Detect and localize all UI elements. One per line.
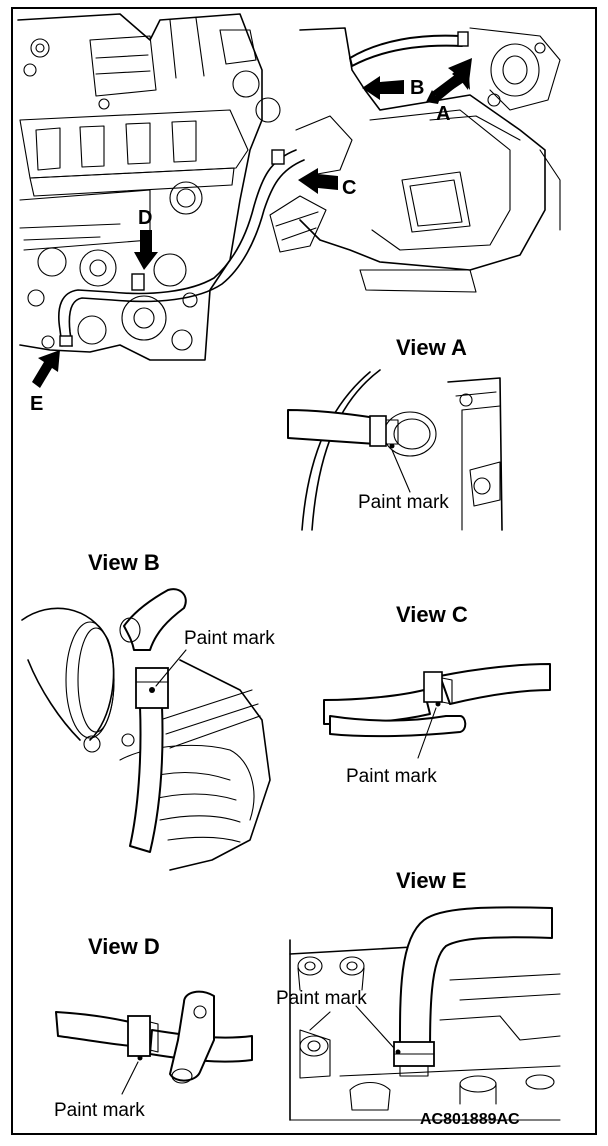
view-a: View A Paint mark xyxy=(287,335,503,531)
view-d: View D Paint mark xyxy=(54,934,253,1121)
view-b-paint-mark-label: Paint mark xyxy=(184,628,275,649)
label-b: B xyxy=(410,77,424,99)
view-e: View E Paint mark xyxy=(276,868,561,1121)
view-b-title: View B xyxy=(88,550,160,575)
label-a: A xyxy=(436,103,450,125)
figure-code: AC801889AC xyxy=(420,1111,520,1128)
arrow-a xyxy=(426,58,472,104)
view-c-paint-mark-label: Paint mark xyxy=(346,766,437,787)
view-a-title: View A xyxy=(396,335,467,360)
view-b: View B Paint mark xyxy=(21,550,275,871)
label-e: E xyxy=(30,393,43,415)
view-c-title: View C xyxy=(396,602,468,627)
engine-overview xyxy=(17,13,561,361)
view-d-title: View D xyxy=(88,934,160,959)
arrow-b xyxy=(362,76,404,100)
view-e-title: View E xyxy=(396,868,467,893)
arrow-d xyxy=(134,230,158,270)
view-a-paint-mark-label: Paint mark xyxy=(358,492,449,513)
view-d-paint-mark-label: Paint mark xyxy=(54,1100,145,1121)
arrow-e xyxy=(32,350,60,388)
label-d: D xyxy=(138,207,152,229)
view-c: View C Paint mark xyxy=(323,602,551,787)
view-e-paint-mark-label: Paint mark xyxy=(276,988,367,1009)
arrow-c xyxy=(298,168,338,194)
figure-frame xyxy=(11,7,597,1135)
label-c: C xyxy=(342,177,356,199)
